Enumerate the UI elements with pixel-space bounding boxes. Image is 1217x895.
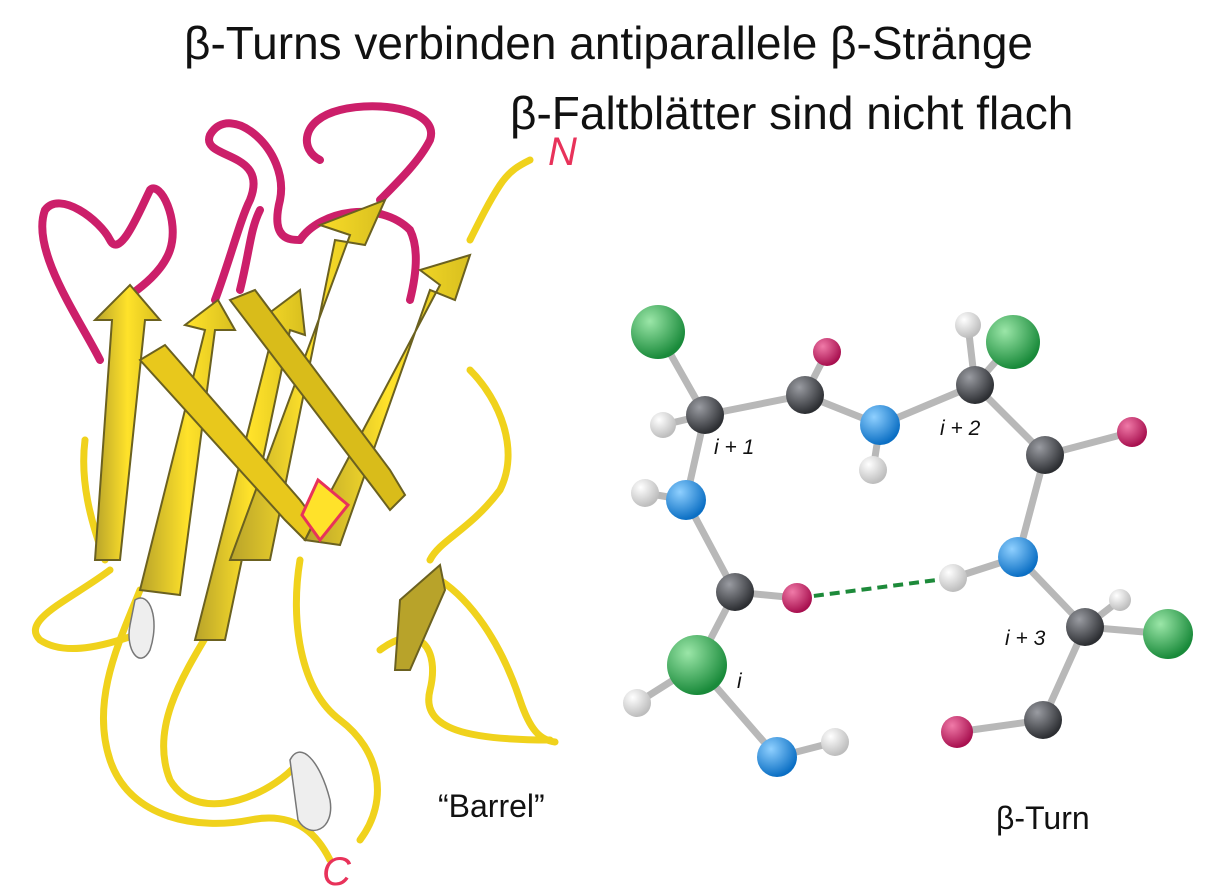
strand-short: [393, 563, 447, 671]
residue-label-i3: i + 3: [1005, 627, 1046, 650]
carbon-atom: [1066, 608, 1104, 646]
beta-turn-molecule: [623, 305, 1193, 777]
residue-label-i1: i + 1: [714, 436, 755, 459]
oxygen-atom: [1117, 417, 1147, 447]
hydrogen-atom: [1109, 589, 1131, 611]
sidechain-atom: [667, 635, 727, 695]
carbon-atom: [686, 396, 724, 434]
carbon-atom: [716, 573, 754, 611]
strand-1: [92, 283, 163, 561]
slide-subtitle: β-Faltblätter sind nicht flach: [510, 87, 1074, 139]
atoms: [623, 305, 1193, 777]
hydrogen-bond: [797, 576, 953, 600]
hydrogen-atom: [939, 564, 967, 592]
handwritten-c-terminus: C: [322, 850, 351, 894]
residue-label-i: i: [737, 670, 742, 693]
nitrogen-atom: [666, 480, 706, 520]
oxygen-atom: [941, 716, 973, 748]
carbon-atom: [1026, 436, 1064, 474]
strand-2: [138, 298, 237, 597]
handwritten-n-terminus: N: [548, 130, 577, 174]
oxygen-atom: [813, 338, 841, 366]
residue-label-i2: i + 2: [940, 417, 981, 440]
nitrogen-atom: [860, 405, 900, 445]
barrel-caption: “Barrel”: [438, 788, 545, 824]
magenta-loops: [38, 102, 436, 364]
strand-5: [303, 253, 472, 547]
beta-turn-caption: β-Turn: [996, 800, 1090, 836]
carbon-atom: [786, 376, 824, 414]
slide-title: β-Turns verbinden antiparallele β-Sträng…: [184, 17, 1033, 69]
carbon-atom: [956, 366, 994, 404]
nitrogen-atom: [998, 537, 1038, 577]
bonds: [633, 321, 1172, 761]
beta-strands: [92, 198, 472, 671]
hydrogen-atom: [955, 312, 981, 338]
helix-segments: [128, 597, 332, 832]
nitrogen-atom: [757, 737, 797, 777]
barrel-ribbon-diagram: [32, 102, 559, 864]
sidechain-atom: [631, 305, 685, 359]
carbon-atom: [1024, 701, 1062, 739]
sidechain-atom: [1143, 609, 1193, 659]
oxygen-atom: [782, 583, 812, 613]
hydrogen-atom: [859, 456, 887, 484]
hydrogen-atom: [623, 689, 651, 717]
strand-diagonal-2: [228, 288, 407, 512]
hydrogen-atom: [821, 728, 849, 756]
highlighted-arrowhead: [300, 477, 351, 543]
hydrogen-atom: [631, 479, 659, 507]
hydrogen-atom: [650, 412, 676, 438]
sidechain-atom: [986, 315, 1040, 369]
